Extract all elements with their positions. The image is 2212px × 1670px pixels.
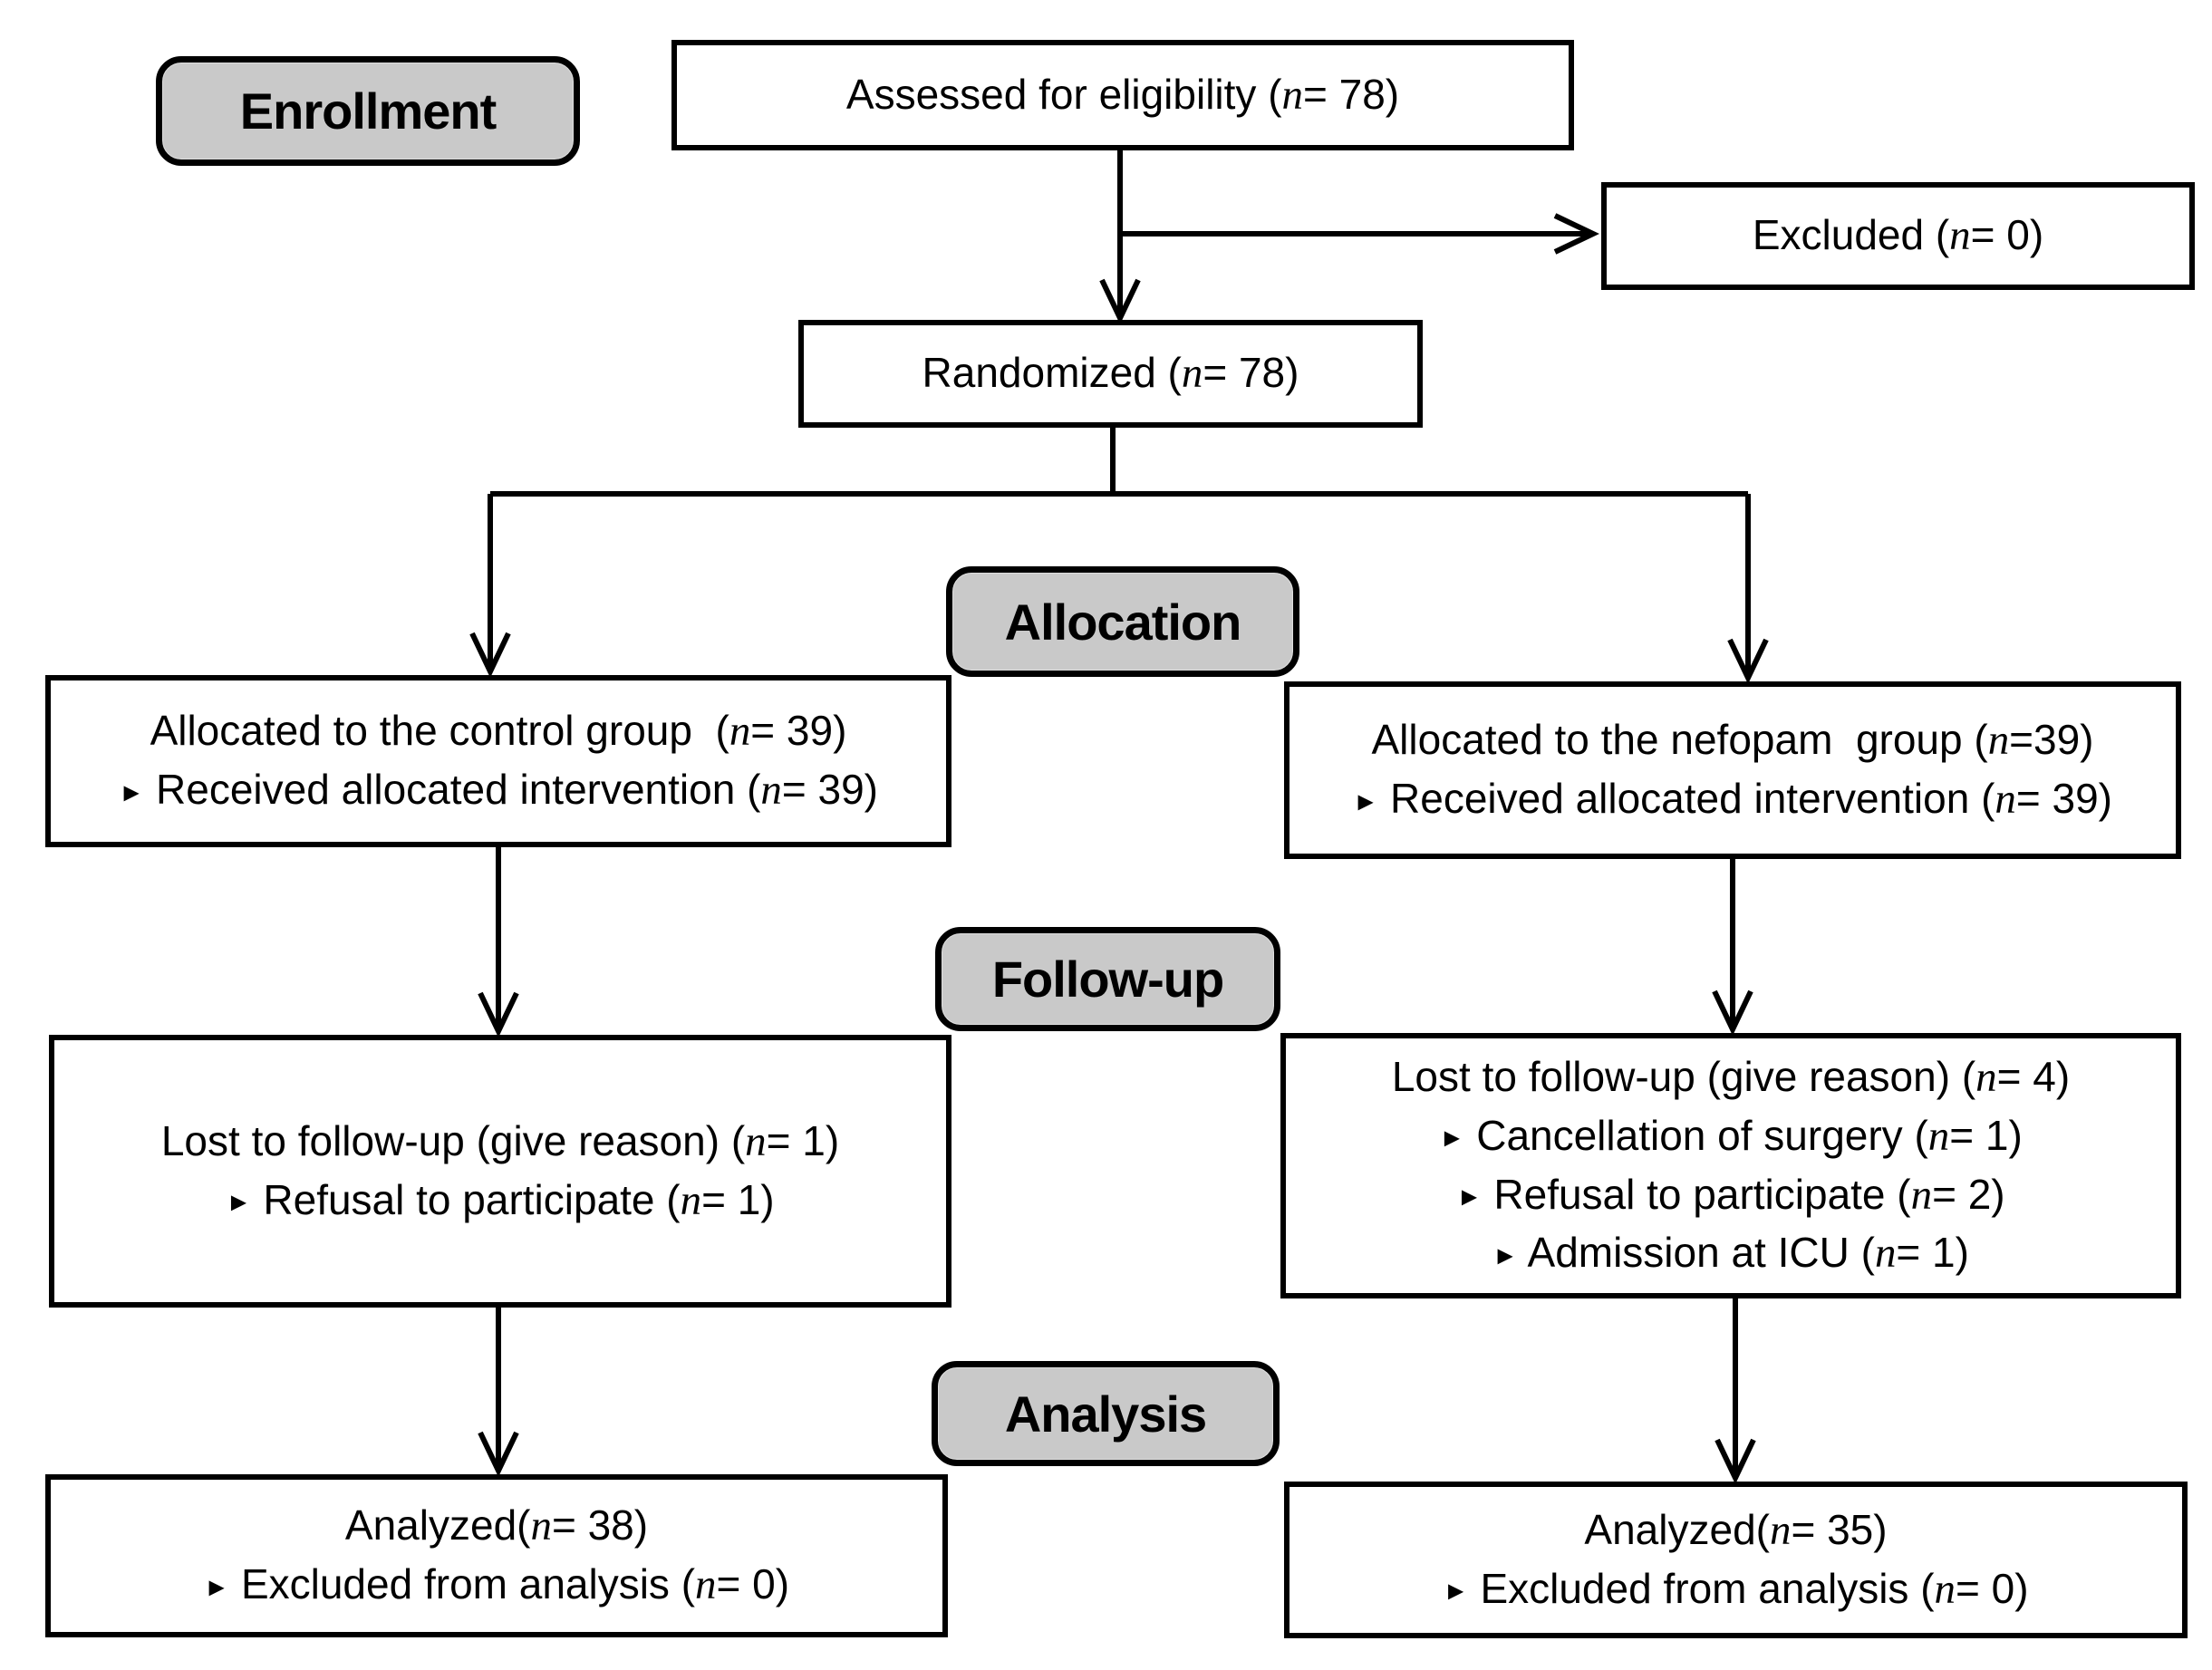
arrowhead-down-followup-nefopam [1712, 989, 1753, 1036]
arrowhead-down-randomized [1099, 278, 1141, 324]
box-allocated-control-group: Allocated to the control group (n= 39) ► … [45, 675, 951, 847]
box-randomized: Randomized (n= 78) [798, 320, 1423, 428]
stage-label-analysis: Analysis [932, 1361, 1280, 1466]
box-excluded: Excluded (n= 0) [1601, 182, 2195, 290]
box-line: Lost to follow-up (give reason) (n= 1) [160, 1116, 840, 1165]
box-analyzed-nefopam: Analyzed(n= 35) ► Excluded from analysis … [1284, 1482, 2188, 1638]
box-line: Analyzed(n= 35) [1584, 1505, 1888, 1554]
arrowhead-down-analyzed-nefopam [1715, 1438, 1756, 1484]
box-line: Excluded (n= 0) [1752, 211, 2044, 260]
box-analyzed-control: Analyzed(n= 38) ► Excluded from analysis … [45, 1474, 948, 1637]
box-line: ► Refusal to participate (n= 2) [1456, 1170, 2005, 1219]
stage-label-followup: Follow-up [935, 927, 1280, 1031]
arrowhead-down-allocated-control [469, 632, 511, 678]
box-line: ► Excluded from analysis (n= 0) [203, 1560, 790, 1608]
box-line: ► Admission at ICU (n= 1) [1492, 1229, 1969, 1278]
box-lost-to-followup-control: Lost to follow-up (give reason) (n= 1) ► … [49, 1035, 951, 1308]
box-line: Allocated to the control group (n= 39) [150, 707, 847, 756]
arrowhead-right-excluded [1553, 213, 1599, 255]
box-line: Allocated to the nefopam group (n=39) [1371, 716, 2094, 765]
box-allocated-nefopam-group: Allocated to the nefopam group (n=39) ► R… [1284, 681, 2181, 859]
stage-label-enrollment: Enrollment [156, 56, 580, 166]
stage-label-allocation: Allocation [946, 566, 1299, 677]
box-line: Randomized (n= 78) [922, 349, 1299, 398]
box-line: Analyzed(n= 38) [344, 1501, 649, 1550]
arrowhead-down-allocated-nefopam [1727, 638, 1769, 684]
arrowhead-down-analyzed-control [478, 1431, 519, 1477]
box-line: ► Excluded from analysis (n= 0) [1443, 1564, 2029, 1613]
box-line: ► Refusal to participate (n= 1) [226, 1175, 775, 1224]
box-line: ► Cancellation of surgery (n= 1) [1439, 1111, 2023, 1160]
arrowhead-down-followup-control [478, 991, 519, 1038]
box-lost-to-followup-nefopam: Lost to follow-up (give reason) (n= 4) ► … [1280, 1033, 2181, 1298]
box-line: ► Received allocated intervention (n= 39… [1353, 775, 2112, 823]
box-line: ► Received allocated intervention (n= 39… [119, 766, 878, 814]
box-line: Lost to follow-up (give reason) (n= 4) [1391, 1053, 2071, 1101]
box-assessed-for-eligibility: Assessed for eligibility (n= 78) [671, 40, 1574, 150]
box-line: Assessed for eligibility (n= 78) [845, 70, 1400, 119]
